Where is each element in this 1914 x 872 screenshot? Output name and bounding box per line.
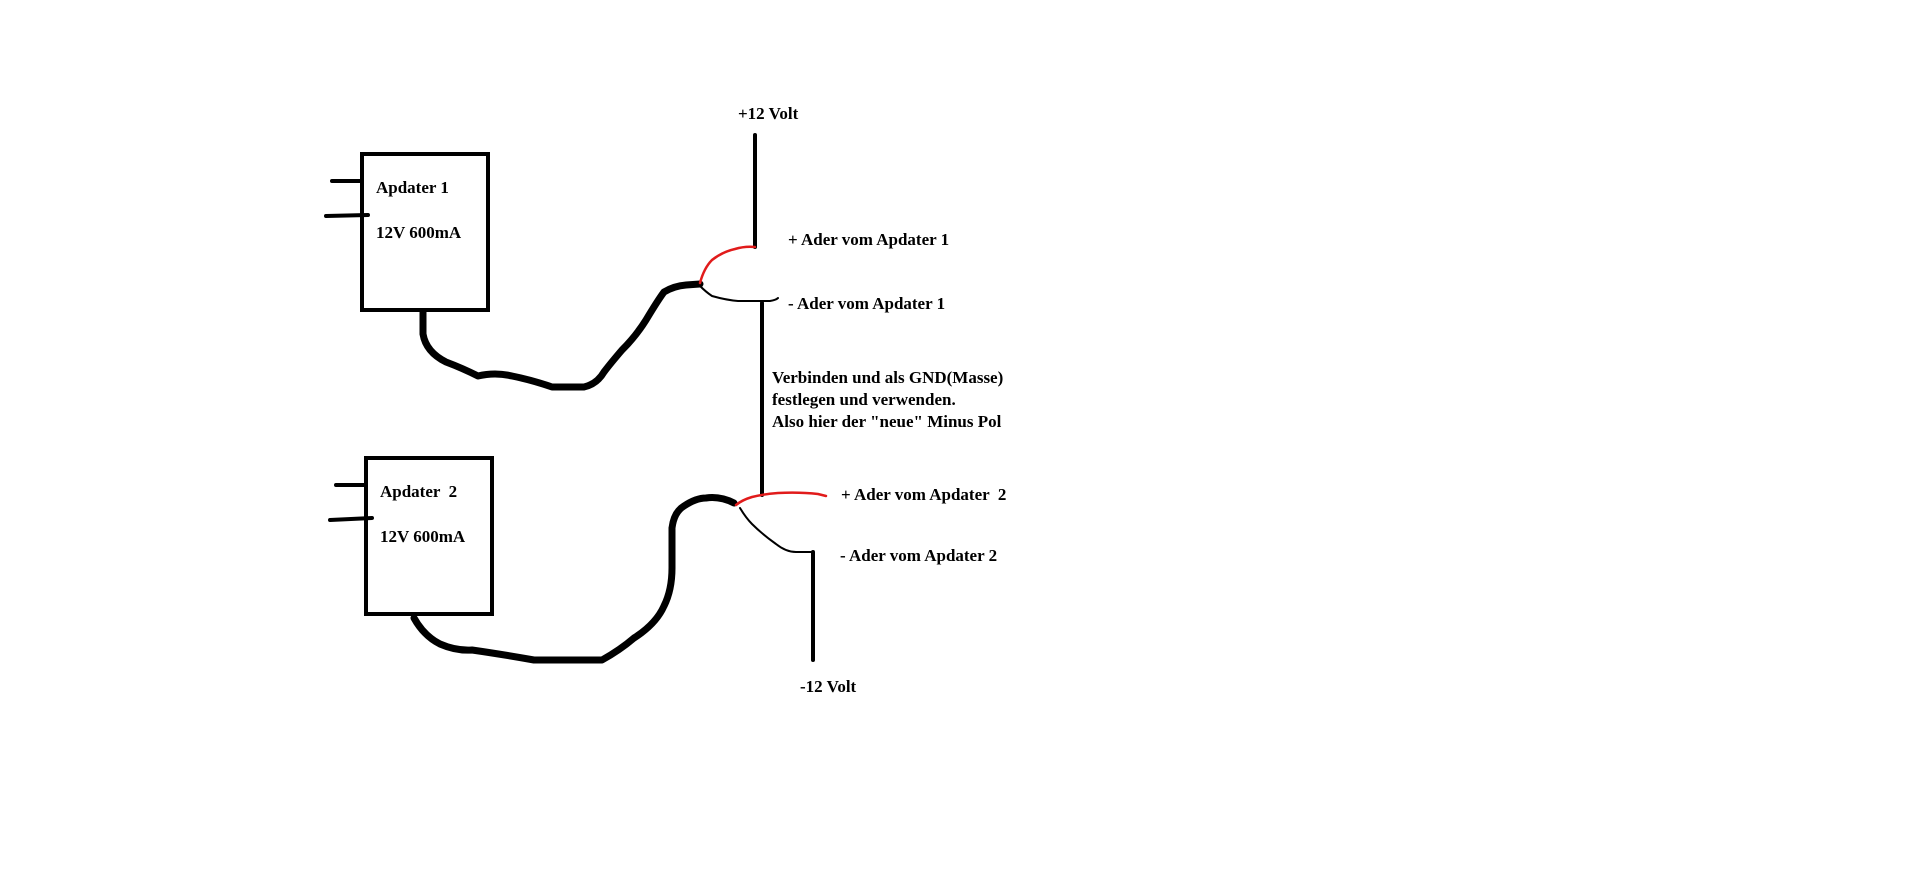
adapter-2: Apdater 2 12V 600mA xyxy=(328,456,738,664)
adapter-1-plug-pin-bottom xyxy=(324,213,370,218)
adapter-1-positive-wire xyxy=(698,245,757,285)
adapter-1-negative-label: - Ader vom Apdater 1 xyxy=(788,294,945,313)
adapter-2-negative-wire xyxy=(739,507,813,553)
adapter-2-box xyxy=(364,456,494,616)
adapter-2-positive-wire xyxy=(734,491,828,507)
adapter-1-cable xyxy=(419,280,704,391)
adapter-1-rating: 12V 600mA xyxy=(376,223,462,242)
adapter-2-negative-label: - Ader vom Apdater 2 xyxy=(840,546,997,565)
adapter-2-positive-label: + Ader vom Apdater 2 xyxy=(841,485,1006,504)
gnd-note-line-3: Also hier der "neue" Minus Pol xyxy=(772,412,1002,431)
adapter-1-negative-wire xyxy=(699,285,779,302)
plus-12v-label: +12 Volt xyxy=(738,104,799,123)
adapter-1-positive-label: + Ader vom Apdater 1 xyxy=(788,230,949,249)
adapter-2-cable xyxy=(410,494,738,664)
minus-12v-label: -12 Volt xyxy=(800,677,857,696)
gnd-note-line-1: Verbinden und als GND(Masse) xyxy=(772,368,1003,387)
adapter-2-rating: 12V 600mA xyxy=(380,527,466,546)
gnd-note-line-2: festlegen und verwenden. xyxy=(772,390,956,409)
adapter-1-name: Apdater 1 xyxy=(376,178,449,197)
adapter-1: Apdater 1 12V 600mA xyxy=(324,152,704,391)
adapter-2-plug-pin-bottom xyxy=(328,516,374,522)
adapter-2-name: Apdater 2 xyxy=(380,482,457,501)
